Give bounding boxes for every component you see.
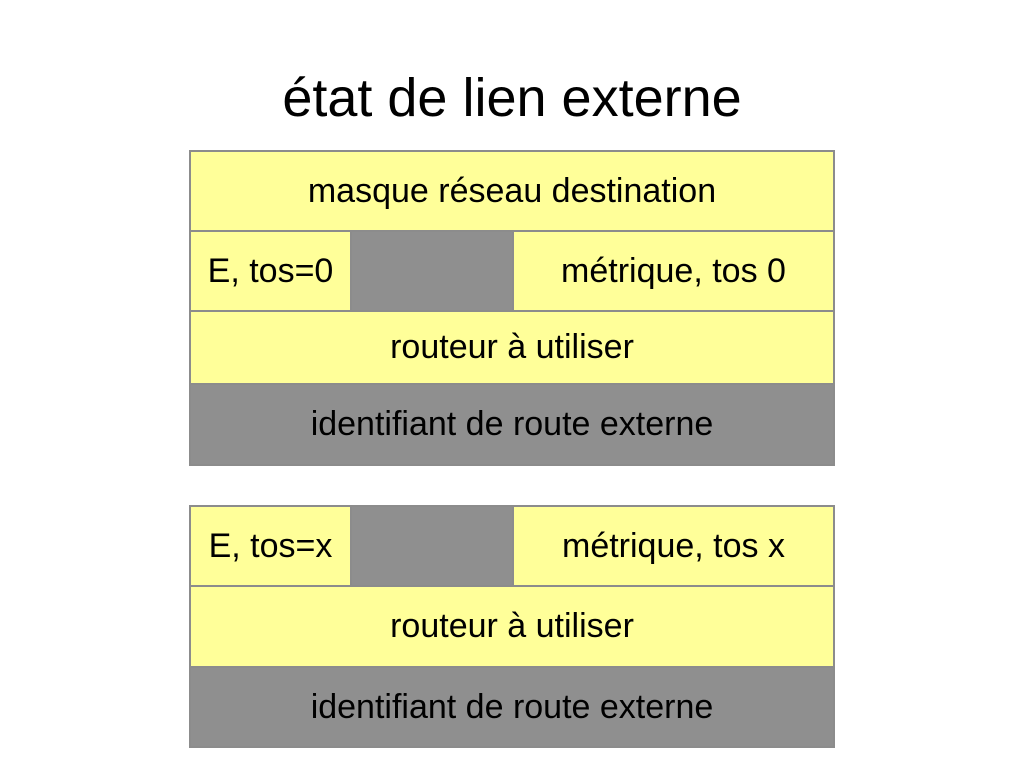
router-field: routeur à utiliser [189,585,835,668]
router-field: routeur à utiliser [189,310,835,385]
page-title: état de lien externe [282,68,742,128]
e-tos-field: E, tos=0 [189,230,352,312]
mask-field: masque réseau destination [189,150,835,232]
metric-field: métrique, tos 0 [512,230,835,312]
reserved-field [350,230,514,312]
reserved-field [350,505,514,587]
route-id-field: identifiant de route externe [189,666,835,748]
route-id-field: identifiant de route externe [189,383,835,466]
e-tos-field: E, tos=x [189,505,352,587]
metric-field: métrique, tos x [512,505,835,587]
